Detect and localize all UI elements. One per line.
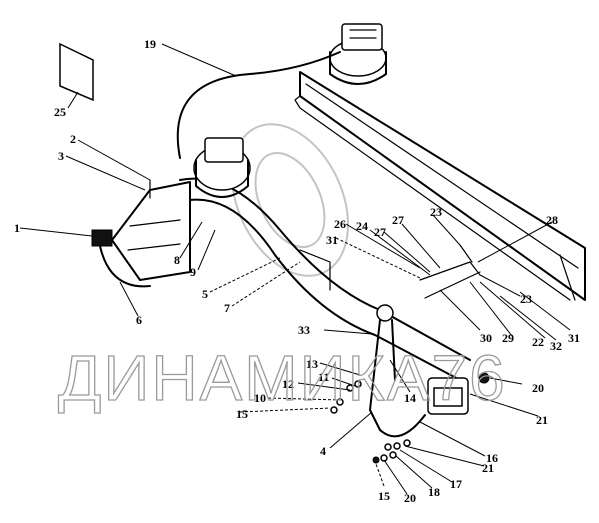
callout-22: 22 xyxy=(532,335,544,349)
callout-24: 24 xyxy=(356,219,368,233)
valve-block xyxy=(91,229,113,247)
callout-2: 2 xyxy=(70,132,76,146)
frame-rail-right xyxy=(294,71,586,301)
linkage-rod xyxy=(419,244,481,299)
document-sheet xyxy=(59,42,94,102)
callout-21a: 21 xyxy=(536,413,548,427)
callout-13: 13 xyxy=(306,357,318,371)
callout-25: 25 xyxy=(54,105,66,119)
callout-10: 10 xyxy=(254,391,266,405)
callout-19: 19 xyxy=(144,37,156,51)
callout-8: 8 xyxy=(174,253,180,267)
callout-17: 17 xyxy=(450,477,462,491)
callout-32: 32 xyxy=(550,339,562,353)
callout-20a: 20 xyxy=(404,491,416,505)
callout-11: 11 xyxy=(318,370,329,384)
callout-20b: 20 xyxy=(532,381,544,395)
air-tank-front xyxy=(193,137,251,198)
air-tank-rear xyxy=(329,23,387,85)
leader-lines xyxy=(19,43,571,495)
callout-31b: 31 xyxy=(568,331,580,345)
callout-3: 3 xyxy=(58,149,64,163)
hose-lower xyxy=(99,245,151,288)
callout-7: 7 xyxy=(224,301,230,315)
callout-5: 5 xyxy=(202,287,208,301)
bracket-left xyxy=(111,179,191,281)
callout-15a: 15 xyxy=(236,407,248,421)
callout-18: 18 xyxy=(428,485,440,499)
callout-27b: 27 xyxy=(374,225,386,239)
watermark-rings xyxy=(230,123,350,277)
callout-33: 33 xyxy=(298,323,310,337)
brake-chamber xyxy=(427,372,490,415)
callout-1: 1 xyxy=(14,221,20,235)
vertical-mount xyxy=(369,304,396,431)
callout-30: 30 xyxy=(480,331,492,345)
callout-31a: 31 xyxy=(326,233,338,247)
callout-23a: 23 xyxy=(430,205,442,219)
callout-12: 12 xyxy=(282,377,294,391)
watermark: ДИНАМИКА76 xyxy=(58,342,507,414)
callout-27a: 27 xyxy=(392,213,404,227)
callout-labels: 1 2 3 4 5 6 7 8 9 10 11 12 13 14 15 15 1… xyxy=(14,37,580,505)
callout-29: 29 xyxy=(502,331,514,345)
callout-6: 6 xyxy=(136,313,142,327)
callout-23b: 23 xyxy=(520,292,532,306)
air-hose xyxy=(176,51,341,159)
callout-9: 9 xyxy=(190,265,196,279)
callout-26: 26 xyxy=(334,217,346,231)
callout-28: 28 xyxy=(546,213,558,227)
callout-14: 14 xyxy=(404,391,416,405)
callout-21b: 21 xyxy=(482,461,494,475)
callout-16: 16 xyxy=(486,451,498,465)
callout-15b: 15 xyxy=(378,489,390,503)
lower-fittings xyxy=(372,414,426,464)
callout-4: 4 xyxy=(320,444,326,458)
